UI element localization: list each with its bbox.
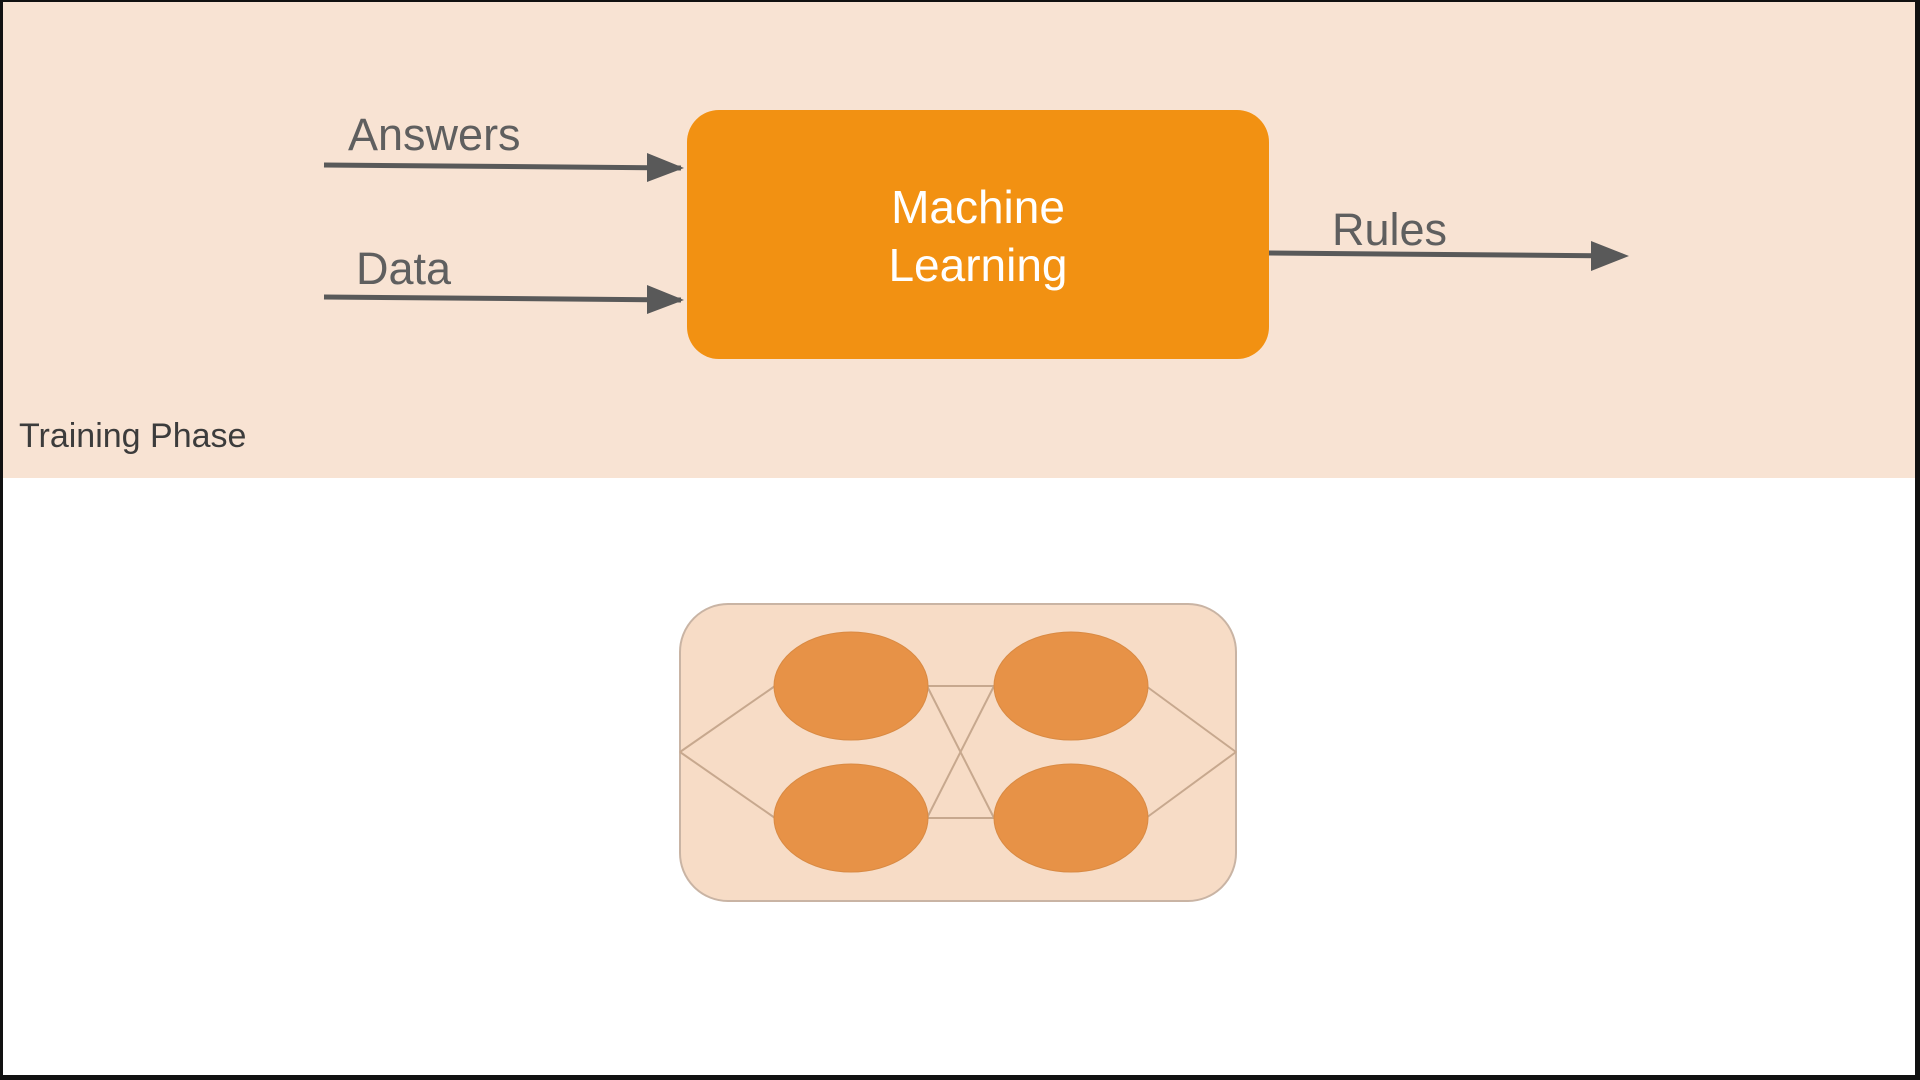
rules-label: Rules — [1332, 204, 1447, 255]
data-arrow — [323, 294, 682, 303]
answers-arrowhead — [647, 153, 684, 182]
training-flow-diagram: Answers Data Machine Learning Rules — [323, 109, 1629, 359]
rules-arrowhead — [1591, 241, 1629, 271]
network-edges — [679, 685, 1237, 819]
network-node-bottom-left — [773, 763, 929, 873]
machine-learning-label-line2: Learning — [888, 239, 1067, 291]
rules-arrow — [1268, 250, 1624, 259]
answers-label: Answers — [348, 109, 521, 160]
machine-learning-label-line1: Machine — [891, 181, 1065, 233]
training-phase-label: Training Phase — [19, 417, 247, 455]
network-node-bottom-right — [993, 763, 1149, 873]
training-phase-band: Answers Data Machine Learning Rules Trai… — [3, 2, 1915, 478]
network-container — [679, 603, 1237, 902]
network-node-top-right — [993, 631, 1149, 741]
data-arrowhead — [647, 285, 684, 314]
machine-learning-box — [687, 110, 1269, 359]
neural-network-illustration — [679, 603, 1237, 902]
network-node-top-left — [773, 631, 929, 741]
slide: Answers Data Machine Learning Rules Trai… — [3, 2, 1915, 1075]
answers-arrow — [323, 162, 682, 171]
data-label: Data — [356, 243, 452, 294]
